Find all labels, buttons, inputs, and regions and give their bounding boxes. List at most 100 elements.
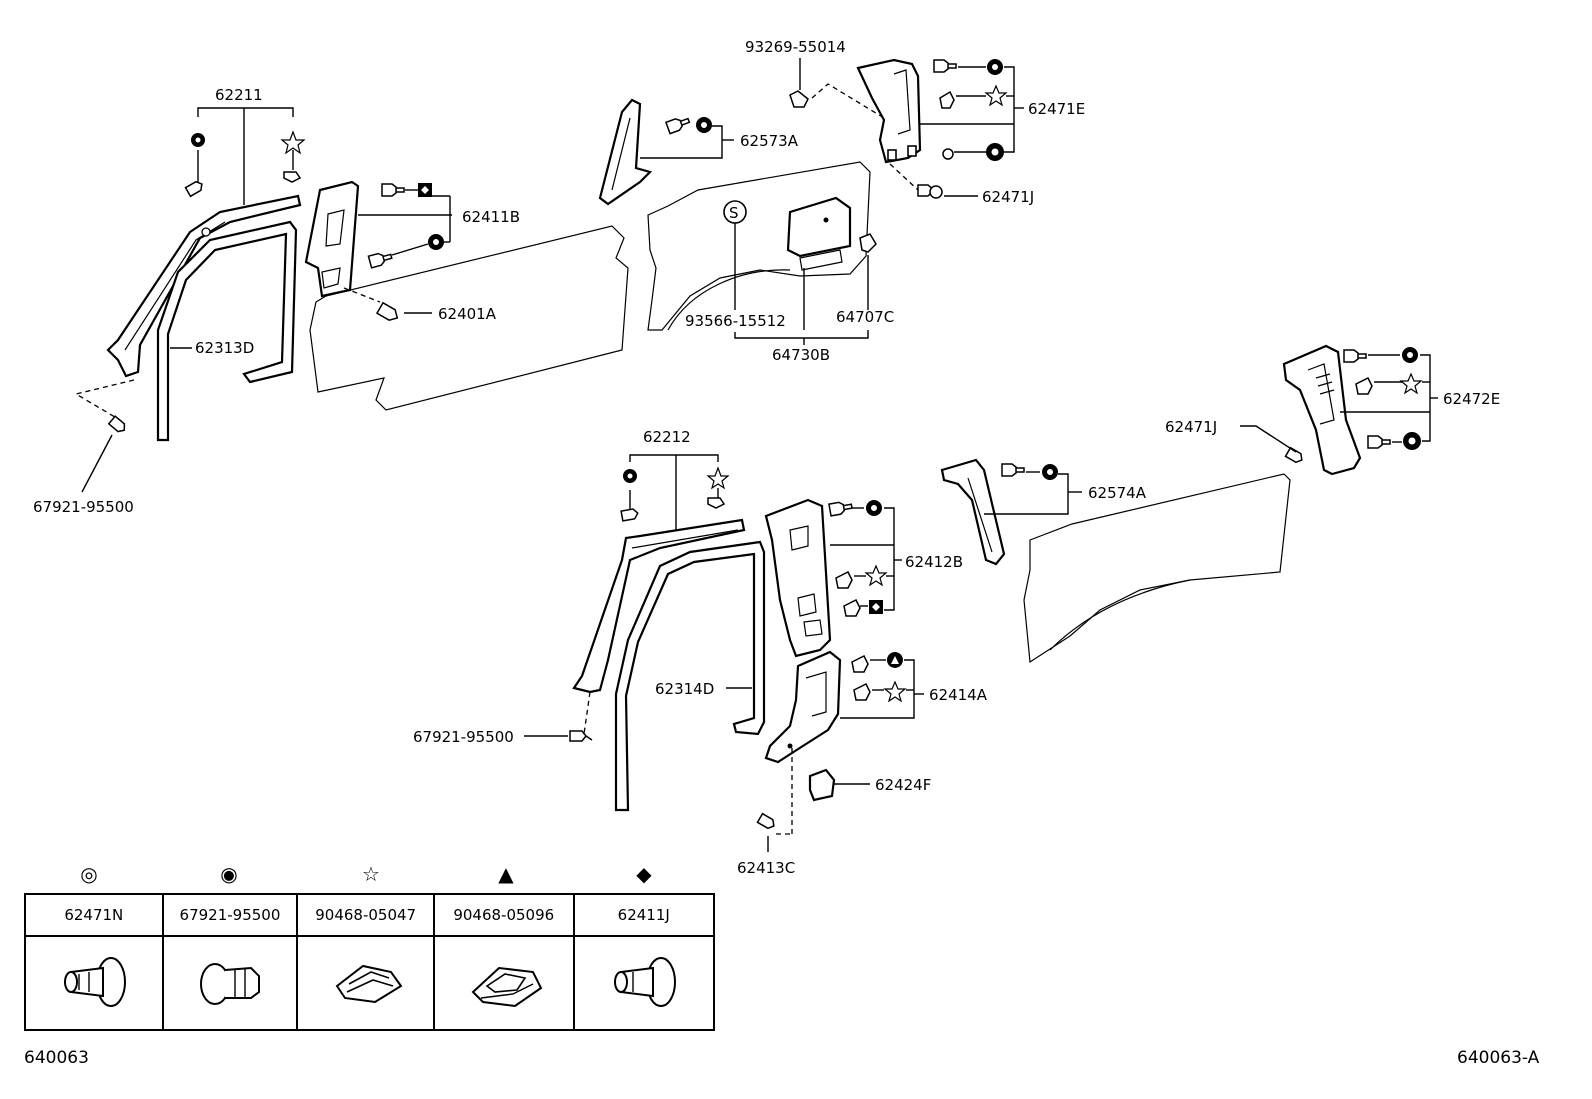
label-62424F: 62424F bbox=[875, 776, 931, 794]
clip-icon bbox=[283, 171, 302, 183]
legend-part-62411J: 62411J bbox=[572, 893, 716, 937]
label-62471E: 62471E bbox=[1028, 100, 1085, 118]
star-symbol-icon bbox=[706, 466, 730, 490]
push-clip-67921-icon bbox=[199, 963, 260, 1005]
star-symbol-icon bbox=[864, 564, 888, 587]
clip-icon bbox=[707, 497, 726, 509]
legend-illustration-62411J bbox=[572, 935, 716, 1031]
spring-clip-90468-05096-icon bbox=[471, 966, 543, 1008]
bracket-62471E bbox=[920, 66, 1024, 153]
star-symbol-icon bbox=[1399, 372, 1423, 395]
push-clip-62411J-icon bbox=[613, 957, 676, 1007]
legend-symbol-62471N-icon: ◎ bbox=[80, 862, 98, 886]
s-symbol-text: S bbox=[729, 204, 739, 222]
c-pillar-garnish-62573A bbox=[598, 98, 653, 206]
bracket-62212 bbox=[629, 454, 719, 530]
b-pillar-lower-garnish-62412B bbox=[764, 498, 832, 658]
weatherstrip-62314D bbox=[614, 540, 766, 812]
weatherstrip-62313D bbox=[156, 220, 298, 442]
clip-icon bbox=[381, 183, 405, 197]
label-62573A: 62573A bbox=[740, 132, 799, 150]
star-symbol-icon bbox=[280, 130, 306, 155]
label-62401A: 62401A bbox=[438, 305, 497, 323]
clip-62471J-icon bbox=[1284, 446, 1303, 464]
clip-icon bbox=[942, 148, 954, 160]
label-64707C: 64707C bbox=[836, 308, 894, 326]
star-symbol-icon bbox=[883, 680, 907, 703]
center-pillar-garnish-62212 bbox=[572, 518, 746, 694]
bracket-62472E bbox=[1340, 354, 1438, 442]
legend-symbol-62411J-icon: ◆ bbox=[636, 862, 652, 886]
legend-illustration-67921 bbox=[161, 935, 299, 1031]
lower-quarter-trim-62414A bbox=[764, 650, 842, 764]
label-67921-95500-mid: 67921-95500 bbox=[413, 728, 514, 746]
legend-part-62471N: 62471N bbox=[24, 893, 164, 937]
clip-67921-icon bbox=[569, 730, 593, 742]
clip-icon bbox=[843, 598, 861, 617]
clip-62413C-icon bbox=[756, 812, 775, 830]
label-67921-95500-top: 67921-95500 bbox=[33, 498, 134, 516]
label-62313D: 62313D bbox=[195, 339, 254, 357]
speaker-cover-64730B bbox=[786, 196, 852, 271]
label-62314D: 62314D bbox=[655, 680, 714, 698]
spring-clip-90468-05047-icon bbox=[335, 964, 403, 1004]
label-93269-55014: 93269-55014 bbox=[745, 38, 846, 56]
label-93566-15512: 93566-15512 bbox=[685, 312, 786, 330]
legend-illustration-90468-05047 bbox=[296, 935, 436, 1031]
legend-symbol-90468-05096-icon: ▲ bbox=[498, 862, 514, 886]
clip-icon bbox=[1343, 349, 1367, 363]
diagram-code-left: 640063 bbox=[24, 1048, 89, 1068]
push-clip-62471N-icon bbox=[63, 957, 126, 1007]
legend-header-row: 62471N 67921-95500 90468-05047 90468-050… bbox=[24, 893, 716, 937]
clip-icon bbox=[828, 499, 854, 517]
clip-icon bbox=[184, 180, 203, 198]
legend-illustration-90468-05096 bbox=[433, 935, 575, 1031]
label-62411B: 62411B bbox=[462, 208, 520, 226]
legend-symbol-90468-05047-icon: ☆ bbox=[362, 862, 380, 886]
clip-62401A-icon bbox=[375, 301, 399, 322]
cover-62424F bbox=[808, 768, 836, 802]
clip-icon bbox=[851, 654, 869, 673]
label-64730B: 64730B bbox=[772, 346, 830, 364]
legend-part-90468-05047: 90468-05047 bbox=[296, 893, 436, 937]
b-pillar-upper-garnish-62411B bbox=[304, 180, 360, 298]
clip-icon bbox=[939, 90, 955, 109]
legend-image-row bbox=[24, 935, 716, 1031]
clip-icon bbox=[367, 249, 394, 269]
label-62412B: 62412B bbox=[905, 553, 963, 571]
bracket-62211 bbox=[197, 107, 294, 205]
label-62471J-top: 62471J bbox=[982, 188, 1034, 206]
clip-icon bbox=[835, 570, 853, 589]
c-pillar-garnish-62574A bbox=[940, 458, 1006, 566]
diagram-code-right: 640063-A bbox=[1457, 1048, 1540, 1068]
quarter-trim-outline bbox=[309, 161, 871, 411]
star-symbol-icon bbox=[984, 84, 1008, 107]
label-62212: 62212 bbox=[643, 428, 691, 446]
clip-icon bbox=[933, 59, 957, 73]
clip-icon bbox=[853, 682, 871, 701]
clip-icon bbox=[1355, 376, 1373, 395]
clip-icon bbox=[620, 508, 639, 522]
a-pillar-garnish-62211 bbox=[106, 194, 302, 378]
bracket-62412B bbox=[830, 507, 902, 611]
label-62471J-right: 62471J bbox=[1165, 418, 1217, 436]
clip-icon bbox=[665, 114, 692, 135]
legend-table: 62471N 67921-95500 90468-05047 90468-050… bbox=[24, 893, 716, 1031]
rear-quarter-trim-outline bbox=[1023, 473, 1291, 664]
label-62413C: 62413C bbox=[737, 859, 795, 877]
legend-illustration-62471N bbox=[24, 935, 164, 1031]
legend-part-90468-05096: 90468-05096 bbox=[433, 893, 575, 937]
clip-symbol-inner-icon bbox=[195, 137, 201, 143]
clip-62471J-icon bbox=[917, 184, 943, 199]
label-62211: 62211 bbox=[215, 86, 263, 104]
bracket-62414A bbox=[840, 659, 924, 719]
label-62472E: 62472E bbox=[1443, 390, 1500, 408]
legend-part-67921-95500: 67921-95500 bbox=[161, 893, 299, 937]
clip-icon bbox=[1367, 435, 1391, 449]
legend-symbol-67921-icon: ◉ bbox=[220, 862, 238, 886]
rear-pillar-trim-62472E bbox=[1282, 344, 1362, 476]
label-62414A: 62414A bbox=[929, 686, 988, 704]
rear-pillar-trim-62471E bbox=[856, 58, 922, 164]
clip-67921-icon bbox=[107, 415, 126, 433]
